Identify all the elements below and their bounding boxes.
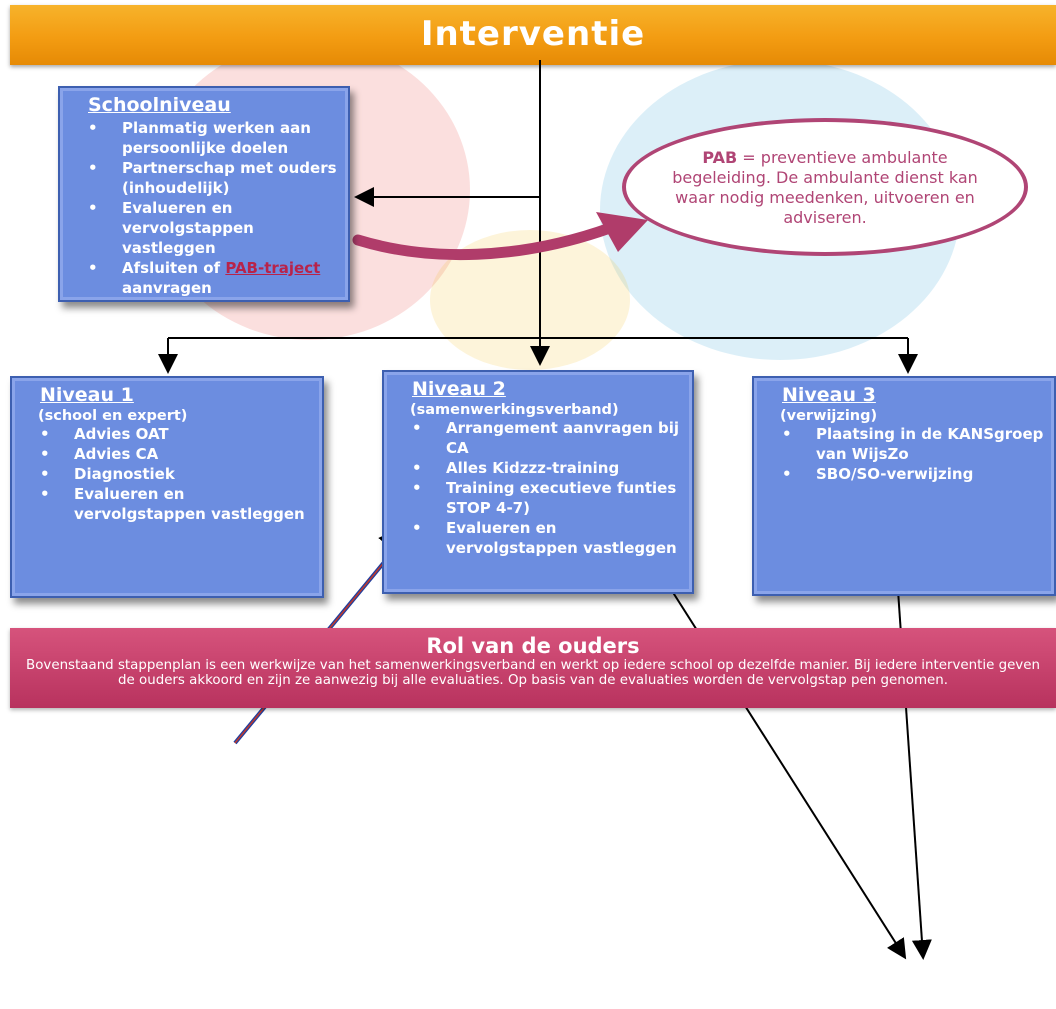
niveau2-box: Niveau 2 (samenwerkingsverband) Arrangem… <box>382 370 694 594</box>
pab-term: PAB <box>702 148 738 167</box>
list-item: Arrangement aanvragen bij CA <box>412 418 682 458</box>
list-item: Advies CA <box>40 444 312 464</box>
ouders-bar: Rol van de ouders Bovenstaand stappenpla… <box>10 628 1056 708</box>
list-item: Evalueren en vervolgstappen vastleggen <box>412 518 682 558</box>
pab-traject-link[interactable]: PAB-traject <box>225 259 321 277</box>
title-bar: Interventie <box>10 5 1056 65</box>
niveau2-subtitle: (samenwerkingsverband) <box>410 402 619 418</box>
niveau3-box: Niveau 3 (verwijzing) Plaatsing in de KA… <box>752 376 1056 596</box>
list-item-suffix: aanvragen <box>122 279 212 297</box>
schoolniveau-box: Schoolniveau Planmatig werken aan persoo… <box>58 86 350 302</box>
list-item-pab: Afsluiten of PAB-traject aanvragen <box>88 258 338 298</box>
schoolniveau-heading: Schoolniveau <box>88 94 231 116</box>
list-item: Evalueren en vervolgstappen vastleggen <box>88 198 338 258</box>
niveau1-list: Advies OAT Advies CA Diagnostiek Evaluer… <box>40 424 312 524</box>
curved-arrow-head <box>596 212 648 252</box>
niveau2-list: Arrangement aanvragen bij CA Alles Kidzz… <box>412 418 682 558</box>
list-item: Diagnostiek <box>40 464 312 484</box>
niveau3-heading: Niveau 3 <box>782 384 876 406</box>
list-item: Planmatig werken aan persoonlijke doelen <box>88 118 338 158</box>
niveau1-box: Niveau 1 (school en expert) Advies OAT A… <box>10 376 324 598</box>
niveau1-heading: Niveau 1 <box>40 384 134 406</box>
list-item: Advies OAT <box>40 424 312 444</box>
list-item: Plaatsing in de KANSgroep van WijsZo <box>782 424 1044 464</box>
list-item: Training executieve funties STOP 4-7) <box>412 478 682 518</box>
curved-arrow-to-pab <box>352 222 616 261</box>
ouders-text: Bovenstaand stappenplan is een werkwijze… <box>26 658 1040 688</box>
niveau2-heading: Niveau 2 <box>412 378 506 400</box>
list-item: SBO/SO-verwijzing <box>782 464 1044 484</box>
list-item: Alles Kidzzz-training <box>412 458 682 478</box>
page-title: Interventie <box>420 14 646 54</box>
pab-ellipse: PAB = preventieve ambulante begeleiding.… <box>622 118 1028 256</box>
list-item: Partnerschap met ouders (inhoudelijk) <box>88 158 338 198</box>
list-item-prefix: Afsluiten of <box>122 259 226 277</box>
pab-definition: = preventieve ambulante begeleiding. De … <box>672 148 978 227</box>
niveau3-list: Plaatsing in de KANSgroep van WijsZo SBO… <box>782 424 1044 484</box>
ouders-heading: Rol van de ouders <box>426 634 640 658</box>
annotation-arrow-2 <box>895 560 932 960</box>
list-item: Evalueren en vervolgstappen vastleggen <box>40 484 312 524</box>
niveau3-subtitle: (verwijzing) <box>780 408 878 424</box>
schoolniveau-list: Planmatig werken aan persoonlijke doelen… <box>88 118 338 298</box>
niveau1-subtitle: (school en expert) <box>38 408 188 424</box>
